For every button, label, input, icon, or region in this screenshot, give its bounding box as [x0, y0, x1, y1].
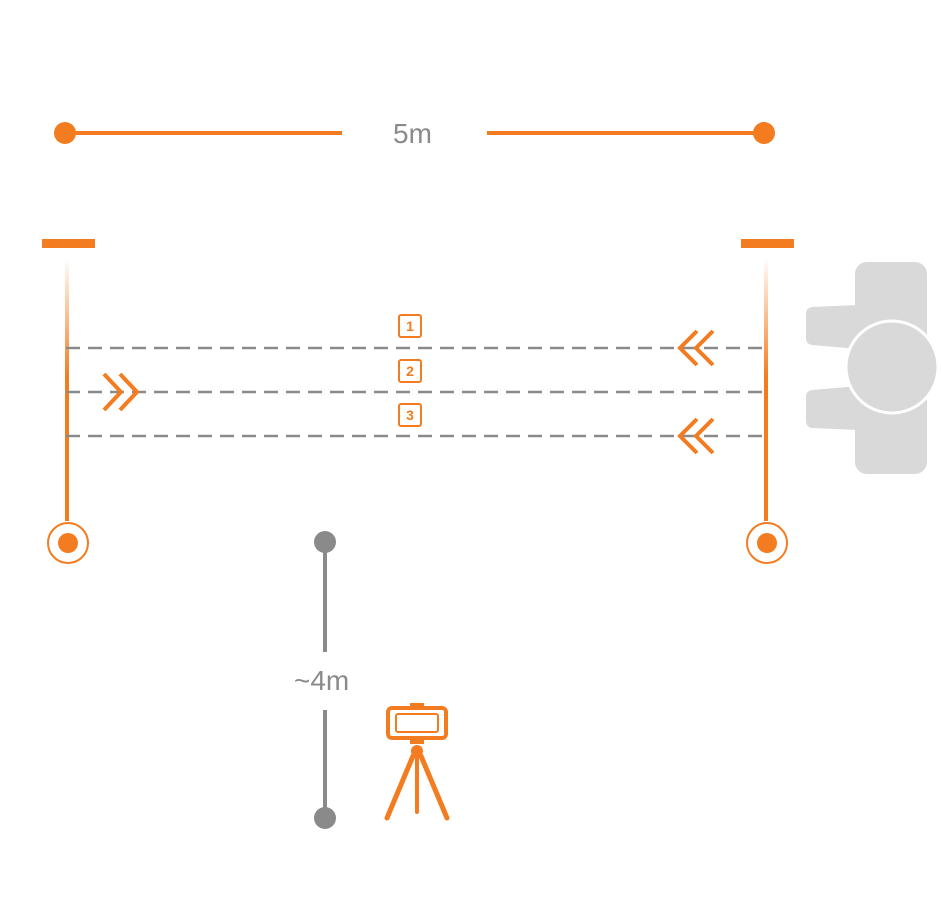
lane-1-arrow-left-icon	[677, 329, 715, 367]
left-post-line	[65, 258, 69, 521]
left-post-cap	[42, 239, 95, 248]
lane-3-number-badge: 3	[398, 403, 422, 427]
lane-2-number-badge: 2	[398, 359, 422, 383]
lane-3-arrow-left-icon	[677, 417, 715, 455]
car-top-view-icon	[806, 262, 940, 474]
camera-distance-dimension	[314, 531, 336, 829]
right-post-base-dot	[757, 533, 777, 553]
lane-3	[66, 417, 764, 455]
camera-distance-label: ~4m	[294, 665, 350, 696]
width-endpoint-left	[54, 122, 76, 144]
lane-2	[66, 372, 764, 412]
lane-1-number-badge: 1	[398, 314, 422, 338]
left-gate-post	[42, 239, 95, 564]
lane-2-arrow-right-icon	[102, 372, 140, 412]
camera-distance-endpoint-top	[314, 531, 336, 553]
width-endpoint-right	[753, 122, 775, 144]
right-gate-post	[741, 239, 794, 564]
right-post-line	[764, 258, 768, 521]
lane-1	[66, 329, 764, 367]
phone-on-tripod-icon	[384, 703, 450, 821]
left-post-base-dot	[58, 533, 78, 553]
camera-distance-endpoint-bottom	[314, 807, 336, 829]
width-distance-label: 5m	[393, 118, 432, 149]
right-post-cap	[741, 239, 794, 248]
width-dimension	[54, 122, 775, 144]
